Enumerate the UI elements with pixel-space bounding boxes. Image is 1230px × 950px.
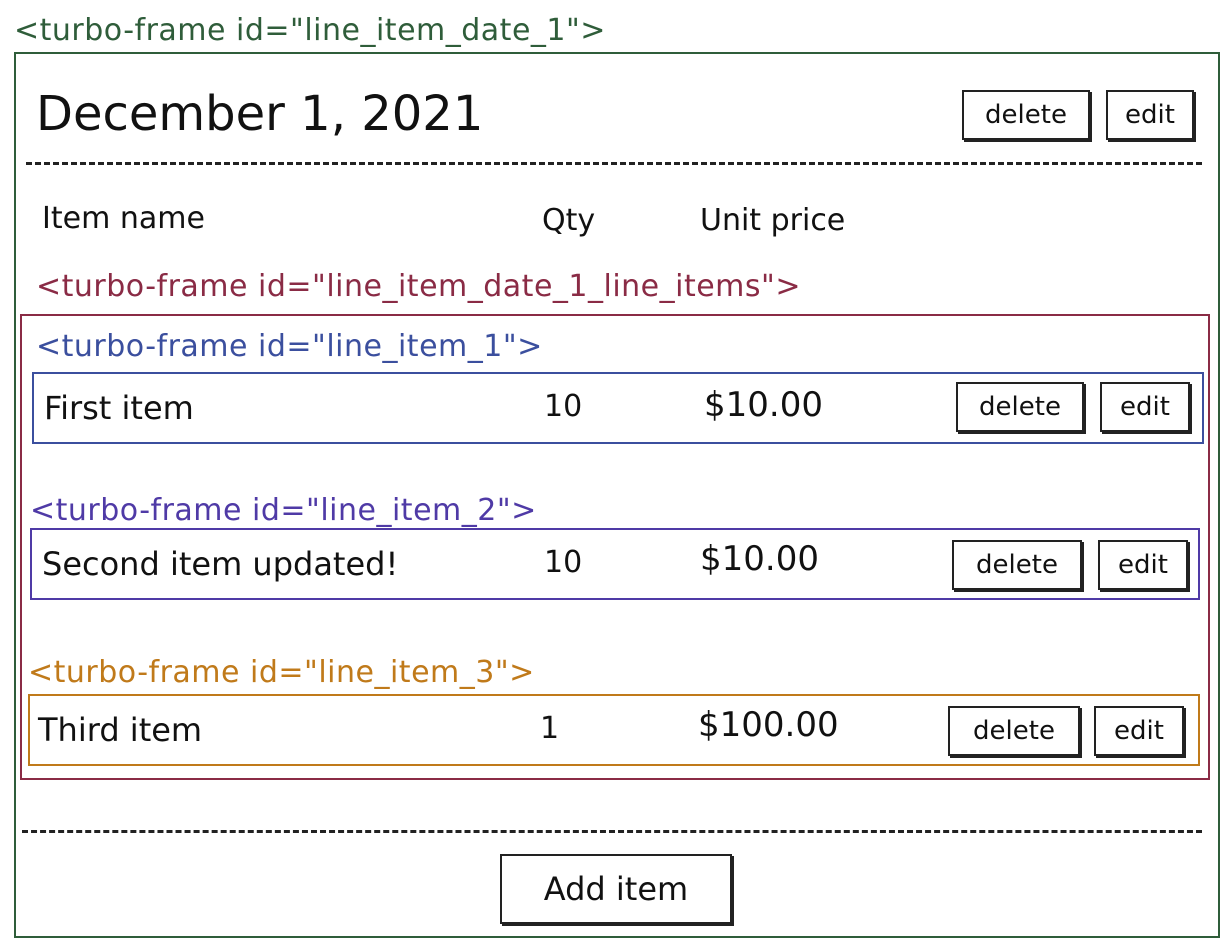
item-name: Third item (38, 711, 203, 749)
item-name: First item (44, 389, 194, 427)
date-delete-button[interactable]: delete (962, 90, 1090, 140)
item-qty: 1 (540, 711, 560, 746)
line-item-2-frame (30, 528, 1200, 600)
item-1-edit-button[interactable]: edit (1100, 382, 1190, 432)
line-item-1-frame (32, 372, 1204, 444)
header-divider (26, 162, 1202, 165)
item-qty: 10 (544, 389, 583, 424)
item-qty: 10 (544, 545, 583, 580)
item-3-edit-button[interactable]: edit (1094, 706, 1184, 756)
item-price: $10.00 (700, 539, 819, 579)
date-edit-button[interactable]: edit (1106, 90, 1194, 140)
item-2-edit-button[interactable]: edit (1098, 540, 1188, 590)
line-items-frame (20, 314, 1210, 780)
footer-divider (22, 830, 1202, 833)
item-price: $10.00 (704, 385, 823, 425)
add-item-button[interactable]: Add item (500, 854, 732, 924)
frame-label-line-item-date: <turbo-frame id="line_item_date_1"> (14, 13, 606, 48)
frame-label-line-item-2: <turbo-frame id="line_item_2"> (30, 493, 537, 528)
column-header-unit-price: Unit price (700, 203, 846, 238)
column-header-item-name: Item name (42, 201, 205, 236)
item-2-delete-button[interactable]: delete (952, 540, 1082, 590)
frame-label-line-item-3: <turbo-frame id="line_item_3"> (28, 655, 535, 690)
column-header-qty: Qty (542, 203, 596, 238)
item-name: Second item updated! (42, 545, 399, 583)
item-1-delete-button[interactable]: delete (956, 382, 1084, 432)
item-3-delete-button[interactable]: delete (948, 706, 1080, 756)
line-item-date-frame (14, 52, 1220, 938)
frame-label-line-items: <turbo-frame id="line_item_date_1_line_i… (36, 269, 801, 304)
line-item-3-frame (28, 694, 1200, 766)
date-title: December 1, 2021 (36, 86, 484, 142)
frame-label-line-item-1: <turbo-frame id="line_item_1"> (36, 329, 543, 364)
item-price: $100.00 (698, 705, 839, 745)
